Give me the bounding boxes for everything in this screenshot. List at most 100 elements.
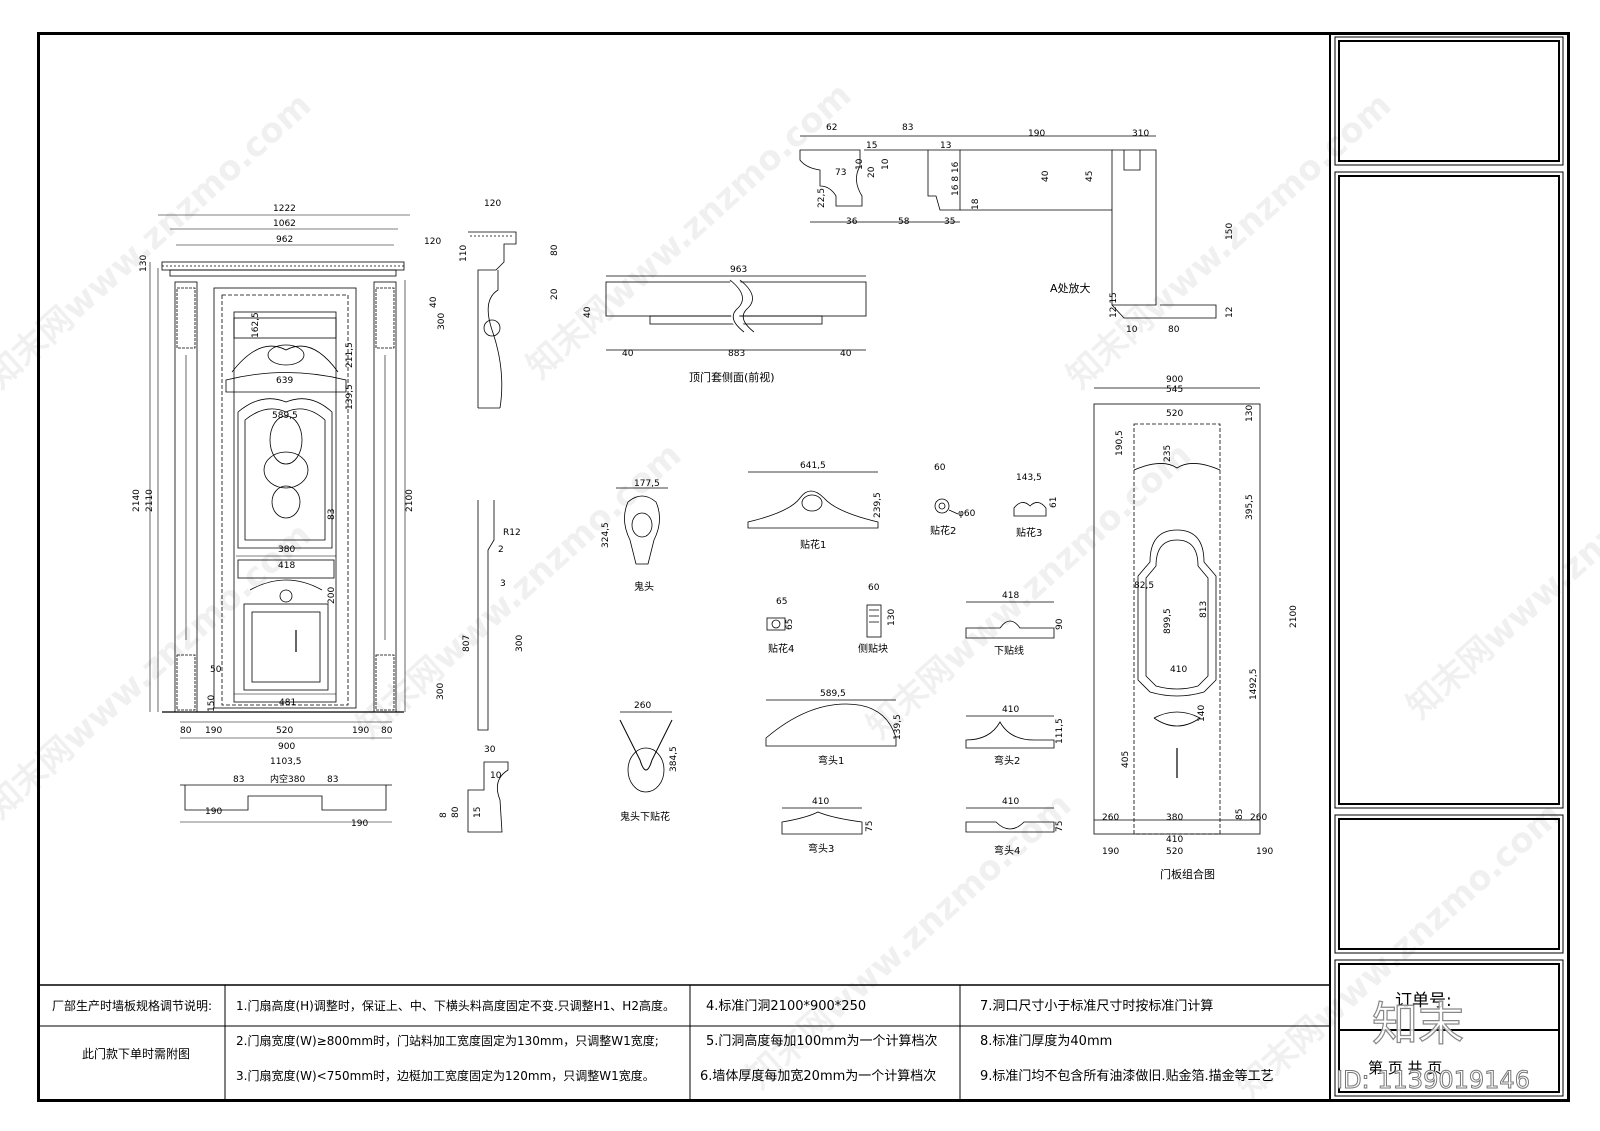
dim-61: 61 xyxy=(1049,497,1059,508)
dim-62: 62 xyxy=(826,123,837,133)
dim-405: 405 xyxy=(1121,751,1131,768)
dim-10d: 10 xyxy=(1126,325,1138,335)
dim-190b: 190 xyxy=(352,726,369,736)
dim-20b: 20 xyxy=(867,166,877,178)
dim-190g: 190 xyxy=(1256,847,1273,857)
note-4: 4.标准门洞2100*900*250 xyxy=(706,999,866,1014)
label-guitou: 鬼头 xyxy=(634,580,654,593)
label-door-combo: 门板组合图 xyxy=(1160,867,1215,881)
dim-380b: 380 xyxy=(1166,813,1183,823)
label-wantou4: 弯头4 xyxy=(994,844,1020,857)
front-dimension-lines xyxy=(149,214,410,739)
dim-410e: 410 xyxy=(1166,835,1183,845)
dim-300a: 300 xyxy=(437,313,447,330)
dim-418a: 418 xyxy=(278,561,295,571)
dim-15a: 15 xyxy=(473,807,483,818)
dim-111-5: 111,5 xyxy=(1055,718,1065,744)
dim-410b: 410 xyxy=(812,797,829,807)
dim-410a: 410 xyxy=(1002,705,1019,715)
dim-900a: 900 xyxy=(278,742,295,752)
dim-190e: 190 xyxy=(1028,129,1045,139)
dim-18: 18 xyxy=(971,198,981,210)
dim-40c: 40 xyxy=(622,349,634,359)
dim-inner-380: 内空380 xyxy=(270,773,305,785)
dim-300b: 300 xyxy=(515,635,525,652)
dim-639: 639 xyxy=(276,376,293,386)
note-1: 1.门扇高度(H)调整时，保证上、中、下横头料高度固定不变.只调整H1、H2高度… xyxy=(236,998,675,1013)
dim-2a: 2 xyxy=(498,545,504,555)
dim-58: 58 xyxy=(898,217,910,227)
dim-300c: 300 xyxy=(436,683,446,700)
dim-40a: 40 xyxy=(429,296,439,308)
dim-65a: 65 xyxy=(776,597,787,607)
dim-177-5: 177,5 xyxy=(634,479,660,489)
dim-16-8-16: 16 8 16 xyxy=(951,161,961,196)
dim-83b: 83 xyxy=(233,775,244,785)
dim-813: 813 xyxy=(1199,601,1209,618)
dim-900b: 900 xyxy=(1166,375,1183,385)
note-9: 9.标准门均不包含所有油漆做旧.贴金箔.描金等工艺 xyxy=(980,1068,1274,1084)
title-block xyxy=(1334,36,1564,1097)
label-wantou2: 弯头2 xyxy=(994,754,1020,767)
dim-883: 883 xyxy=(728,349,745,359)
side-section xyxy=(467,231,517,833)
dim-239-5: 239,5 xyxy=(873,492,883,518)
threshold-section xyxy=(180,784,392,823)
dim-10c: 10 xyxy=(881,158,891,170)
dim-82-5: 82,5 xyxy=(1134,581,1154,591)
dim-50: 50 xyxy=(210,665,222,675)
dim-2140: 2140 xyxy=(132,489,142,512)
dim-8: 8 xyxy=(439,812,449,818)
dim-90: 90 xyxy=(1055,618,1065,630)
dim-1492-5: 1492,5 xyxy=(1249,669,1259,701)
notes-table xyxy=(38,984,1330,1100)
label-tiehua2: 贴花2 xyxy=(930,524,956,537)
dim-130b: 130 xyxy=(887,609,897,626)
dim-260a: 260 xyxy=(634,701,651,711)
dim-80b: 80 xyxy=(381,726,393,736)
dim-143-5: 143,5 xyxy=(1016,473,1042,483)
dim-520c: 520 xyxy=(1166,847,1183,857)
dim-384-5: 384,5 xyxy=(669,746,679,772)
dim-45: 45 xyxy=(1085,171,1095,182)
dim-120a: 120 xyxy=(424,237,441,247)
dim-80c: 80 xyxy=(550,244,560,256)
dim-589-5b: 589,5 xyxy=(820,689,846,699)
dim-85: 85 xyxy=(1235,809,1245,820)
dim-200: 200 xyxy=(327,587,337,604)
notes-attach: 此门款下单时需附图 xyxy=(82,1046,190,1061)
dim-13: 13 xyxy=(940,141,951,151)
dim-150b: 150 xyxy=(1225,223,1235,240)
dim-211-5: 211,5 xyxy=(345,342,355,368)
order-number-label: 订单号: xyxy=(1395,991,1452,1011)
dim-807: 807 xyxy=(462,635,472,652)
dim-481: 481 xyxy=(279,698,296,708)
dim-2110: 2110 xyxy=(145,489,155,512)
note-2: 2.门扇宽度(W)≥800mm时，门站料加工宽度固定为130mm，只调整W1宽度… xyxy=(236,1033,659,1048)
dim-3: 3 xyxy=(500,579,506,589)
dim-60c: 60 xyxy=(868,583,880,593)
dim-190f: 190 xyxy=(1102,847,1119,857)
dim-140: 140 xyxy=(1197,705,1207,722)
dim-75a: 75 xyxy=(865,821,875,832)
dim-260b: 260 xyxy=(1102,813,1119,823)
dim-310: 310 xyxy=(1132,129,1149,139)
dim-962: 962 xyxy=(276,235,293,245)
dim-40b: 40 xyxy=(583,306,593,318)
outer-frame xyxy=(37,32,1570,1102)
door-panel-combination xyxy=(1093,387,1261,835)
label-top-side: 顶门套侧面(前视) xyxy=(689,370,775,384)
dim-12: 12 xyxy=(1225,307,1235,318)
label-wantou3: 弯头3 xyxy=(808,842,834,855)
dim-1222: 1222 xyxy=(273,204,296,214)
dim-80a: 80 xyxy=(180,726,192,736)
dim-150: 150 xyxy=(207,695,217,712)
page-count-label: 第 页 共 页 xyxy=(1368,1059,1442,1077)
dim-520b: 520 xyxy=(1166,409,1183,419)
note-7: 7.洞口尺寸小于标准尺寸时按标准门计算 xyxy=(980,999,1213,1014)
dim-60a: 60 xyxy=(934,463,946,473)
dim-73: 73 xyxy=(835,168,846,178)
dim-589-5a: 589,5 xyxy=(272,411,298,421)
dim-190d: 190 xyxy=(351,819,368,829)
dim-2100b: 2100 xyxy=(1289,605,1299,628)
